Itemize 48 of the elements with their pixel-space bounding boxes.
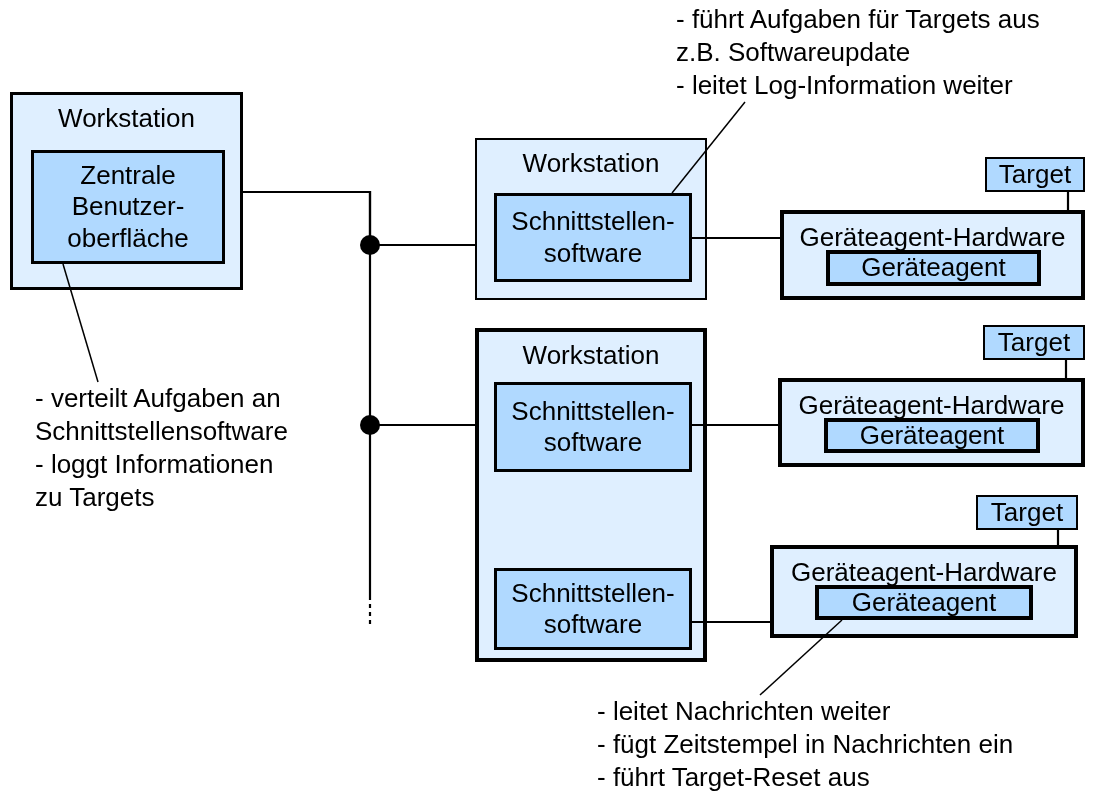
group-box	[475, 328, 707, 662]
component-box	[494, 382, 692, 472]
connector-line	[1056, 530, 1060, 545]
box-label: Schnittstellen- software	[510, 206, 676, 269]
component-box	[31, 150, 225, 264]
box-label: Geräteagent	[859, 419, 1005, 452]
box-label: Geräteagent-Hardware	[798, 222, 1067, 254]
component-box	[494, 193, 692, 282]
box-label: Geräteagent	[851, 586, 997, 619]
box-label: Schnittstellen- software	[510, 395, 676, 459]
group-box	[10, 92, 243, 290]
group-box	[770, 545, 1078, 638]
annotation-text: - fügt Zeitstempel in Nachrichten ein	[597, 728, 1015, 761]
box-label: Schnittstellen- software	[510, 577, 676, 641]
box-label: Workstation	[521, 340, 661, 372]
box-label: Target	[998, 158, 1072, 191]
box-label: Target	[997, 326, 1071, 359]
box-label: Geräteagent-Hardware	[790, 557, 1058, 589]
box-label: Zentrale Benutzer- oberfläche	[66, 160, 190, 254]
connector-line	[692, 620, 770, 624]
box-label: Workstation	[521, 148, 661, 180]
group-box	[780, 210, 1085, 300]
annotation-text: - verteilt Aufgaben an Schnittstellensoftware	[35, 382, 289, 448]
leader-line	[62, 263, 99, 383]
annotation-text: - führt Target-Reset aus	[597, 761, 871, 795]
leader-line	[671, 101, 746, 194]
component-box	[824, 418, 1040, 453]
box-label: Geräteagent	[861, 252, 1006, 284]
connector-line	[1066, 192, 1070, 210]
box-label: Target	[990, 496, 1064, 529]
connector-line	[692, 423, 778, 427]
group-box	[778, 378, 1085, 467]
component-box	[494, 568, 692, 650]
annotation-text: - leitet Nachrichten weiter	[597, 695, 892, 728]
box-label: Geräteagent-Hardware	[797, 390, 1066, 422]
component-box	[815, 585, 1033, 620]
component-box	[976, 495, 1078, 530]
connector-line	[243, 190, 475, 427]
group-box	[475, 138, 707, 300]
connector-line	[1064, 360, 1068, 378]
component-box	[985, 157, 1085, 192]
component-box	[983, 325, 1085, 360]
connector-line	[692, 236, 780, 240]
component-box	[826, 250, 1041, 286]
annotation-text: - loggt Informationen zu Targets	[35, 448, 275, 515]
box-label: Workstation	[57, 103, 196, 135]
annotation-text: - leitet Log-Information weiter	[676, 69, 1014, 103]
annotation-text: - führt Aufgaben für Targets aus z.B. Softwareupdate	[676, 3, 1041, 69]
